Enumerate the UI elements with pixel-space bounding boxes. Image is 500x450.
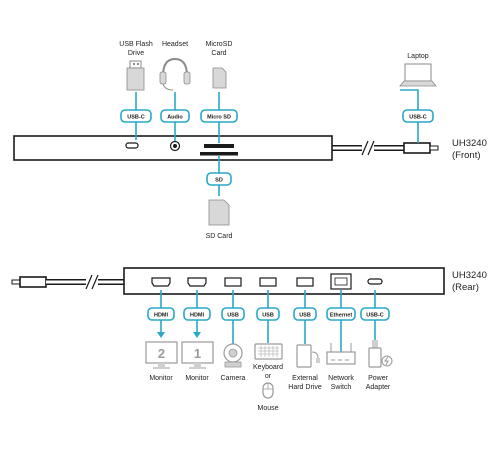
monitor-icon: 1 <box>181 341 214 369</box>
front-cable <box>330 140 439 156</box>
camera: USB Camera <box>221 290 246 382</box>
port-badge <box>160 109 190 123</box>
port-badge-text: Ethernet <box>330 313 352 319</box>
port-badge-text: USB-C <box>366 313 383 319</box>
port-badge-text: USB-C <box>409 115 426 121</box>
power-adapter: USB-C Power Adapter <box>360 290 393 391</box>
port-badge <box>120 109 152 123</box>
headset-icon <box>159 57 191 91</box>
port-badge <box>326 307 356 321</box>
port-badge <box>200 109 238 123</box>
port-badge-text: Audio <box>167 115 183 121</box>
front-label: (Front) <box>452 150 481 161</box>
device-label: Mouse <box>257 405 278 412</box>
monitor-2: HDMI 2 Monitor <box>145 290 178 382</box>
port-badge <box>147 307 175 321</box>
device-label: SD Card <box>206 233 233 240</box>
usb-c-port-front <box>125 142 139 149</box>
usb-flash-drive: USB Flash Drive USB-C <box>119 41 153 140</box>
port-badge-text: USB <box>227 313 239 319</box>
product-name-front: UH3240 <box>452 138 487 149</box>
hdmi-port-1 <box>187 277 207 287</box>
device-label: Monitor <box>185 375 209 382</box>
sd-slot <box>200 152 238 156</box>
device-label: Laptop <box>407 53 429 60</box>
monitor-1: HDMI 1 Monitor <box>181 290 214 382</box>
port-badge-text: USB <box>262 313 274 319</box>
port-badge-text: SD <box>215 178 223 184</box>
device-label: Monitor <box>149 375 173 382</box>
sd-card: SD SD Card <box>206 156 233 240</box>
rear-cable <box>11 274 124 290</box>
device-label: Adapter <box>366 384 391 391</box>
hdmi-port-2 <box>151 277 171 287</box>
port-badge <box>221 307 245 321</box>
port-badge <box>402 109 434 123</box>
port-badge-text: HDMI <box>154 313 169 319</box>
port-badge <box>256 307 280 321</box>
rear-label: (Rear) <box>452 282 479 293</box>
screen-number: 1 <box>194 346 201 361</box>
port-badge-text: Micro SD <box>207 115 231 121</box>
laptop-icon <box>399 63 437 87</box>
product-name-rear: UH3240 <box>452 270 487 281</box>
mouse-icon <box>262 382 274 399</box>
device-label: USB Flash <box>119 41 153 48</box>
micro-sd-slot <box>204 144 234 148</box>
device-label: Power <box>368 375 389 382</box>
sd-card-icon <box>208 199 230 226</box>
port-badge <box>183 307 211 321</box>
device-label: Headset <box>162 41 188 48</box>
hard-drive-icon <box>296 344 320 368</box>
network-switch: Ethernet Network Switch <box>326 290 356 391</box>
port-badge <box>206 172 232 186</box>
port-badge <box>360 307 390 321</box>
usb-port-2 <box>259 277 277 287</box>
micro-sd-card: MicroSD Card Micro SD <box>200 41 238 143</box>
keyboard-icon <box>254 343 283 360</box>
port-badge-text: USB <box>299 313 311 319</box>
device-label: MicroSD <box>206 41 233 48</box>
monitor-icon: 2 <box>145 341 178 369</box>
micro-sd-icon <box>212 67 227 89</box>
network-switch-icon <box>326 343 356 365</box>
device-label: Drive <box>128 50 144 57</box>
device-label: or <box>265 373 272 380</box>
device-label: Keyboard <box>253 364 283 371</box>
device-label: Hard Drive <box>288 384 322 391</box>
device-label: Card <box>211 50 226 57</box>
device-label: Switch <box>331 384 352 391</box>
device-label: External <box>292 375 318 382</box>
laptop: Laptop USB-C <box>399 53 437 143</box>
port-badge <box>293 307 317 321</box>
usb-c-port-rear <box>367 278 383 285</box>
device-label: Camera <box>221 375 246 382</box>
external-hard-drive: USB External Hard Drive <box>288 290 322 391</box>
webcam-icon <box>223 343 243 368</box>
port-badge-text: HDMI <box>190 313 205 319</box>
usb-port-1 <box>224 277 242 287</box>
hub-rear-body <box>123 267 445 295</box>
usb-port-3 <box>296 277 314 287</box>
keyboard-or-mouse: USB Keyboard or Mouse <box>253 290 283 412</box>
port-badge-text: USB-C <box>127 115 144 121</box>
device-label: Network <box>328 375 354 382</box>
rear-ports <box>151 273 383 290</box>
usb-drive-icon <box>126 60 145 91</box>
power-adapter-icon <box>368 340 393 368</box>
screen-number: 2 <box>158 346 165 361</box>
headset: Headset Audio <box>159 41 191 141</box>
